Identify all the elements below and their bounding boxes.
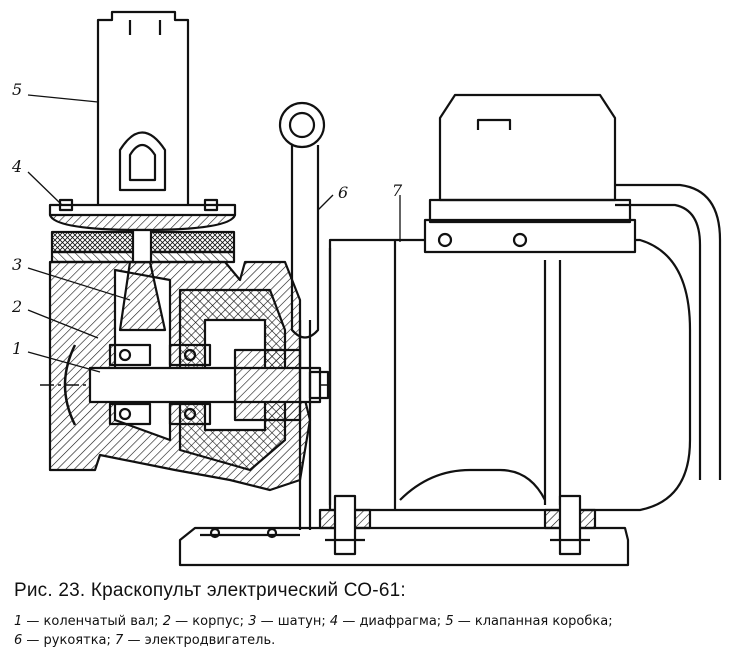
electric-motor	[318, 93, 722, 556]
technical-drawing: 5 4 3 2 1 6 7	[11, 10, 722, 567]
label-3: 3	[12, 255, 22, 274]
handle	[278, 101, 326, 530]
figure-caption-title: Рис. 23. Краскопульт электрический СО-61…	[14, 580, 406, 601]
connecting-rod	[118, 228, 167, 332]
legend-item: 7 — электродвигатель.	[115, 633, 276, 648]
figure-legend: 1 — коленчатый вал; 2 — корпус; 3 — шату…	[14, 612, 734, 650]
label-5: 5	[12, 80, 22, 99]
legend-item: 1 — коленчатый вал;	[14, 614, 159, 629]
label-2: 2	[11, 297, 22, 316]
legend-item: 2 — корпус;	[162, 614, 245, 629]
label-6: 6	[338, 183, 348, 202]
label-1: 1	[12, 339, 22, 358]
leader-lines	[27, 94, 401, 373]
legend-item: 6 — рукоятка;	[14, 633, 111, 648]
crankshaft	[40, 343, 340, 426]
label-4: 4	[11, 157, 22, 176]
valve-box	[96, 10, 190, 205]
legend-item: 3 — шатун;	[248, 614, 326, 629]
base-plate	[178, 526, 630, 567]
label-7: 7	[392, 181, 403, 200]
legend-item: 5 — клапанная коробка;	[445, 614, 613, 629]
legend-item: 4 — диафрагма;	[329, 614, 442, 629]
